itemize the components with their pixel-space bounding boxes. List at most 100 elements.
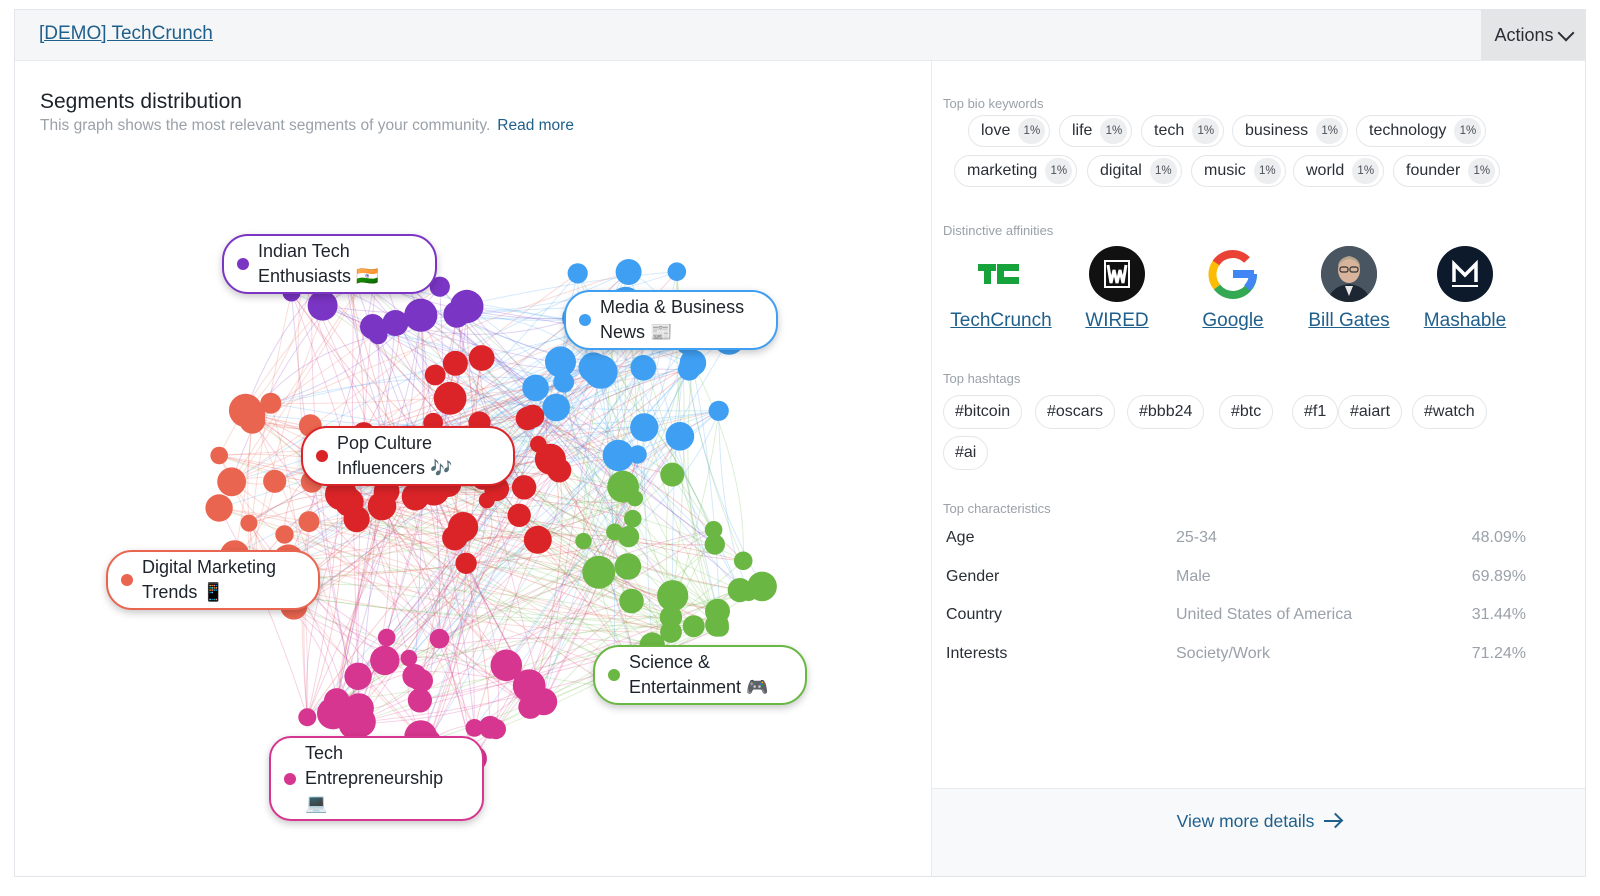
- graph-node[interactable]: [370, 645, 400, 676]
- graph-node[interactable]: [323, 688, 350, 714]
- segment-label-tech-entrepreneurship[interactable]: Tech Entrepreneurship 💻: [269, 736, 484, 821]
- graph-node[interactable]: [733, 551, 753, 571]
- graph-node[interactable]: [578, 352, 609, 383]
- graph-node[interactable]: [705, 598, 730, 624]
- view-more-details-button[interactable]: View more details: [932, 811, 1585, 832]
- graph-node[interactable]: [298, 511, 320, 533]
- graph-node[interactable]: [530, 688, 558, 716]
- graph-node[interactable]: [679, 349, 707, 377]
- graph-node[interactable]: [615, 259, 642, 285]
- affinity-techcrunch[interactable]: TechCrunch: [946, 246, 1056, 332]
- graph-node[interactable]: [542, 393, 570, 422]
- graph-node[interactable]: [530, 435, 547, 453]
- graph-node[interactable]: [455, 552, 477, 574]
- graph-node[interactable]: [205, 494, 233, 522]
- graph-node[interactable]: [626, 490, 644, 507]
- hashtag-chip[interactable]: #watch: [1412, 395, 1487, 429]
- graph-node[interactable]: [575, 532, 592, 550]
- graph-node[interactable]: [657, 580, 689, 612]
- graph-node[interactable]: [485, 719, 506, 740]
- graph-node[interactable]: [275, 525, 294, 544]
- segment-label-digital-marketing[interactable]: Digital Marketing Trends 📱: [106, 550, 320, 610]
- graph-node[interactable]: [614, 553, 642, 580]
- graph-node[interactable]: [404, 298, 438, 332]
- graph-node[interactable]: [429, 276, 450, 297]
- graph-node[interactable]: [704, 534, 725, 555]
- graph-node[interactable]: [704, 521, 723, 539]
- affinity-google[interactable]: Google: [1178, 246, 1288, 332]
- graph-node[interactable]: [521, 404, 545, 428]
- segments-network-graph[interactable]: [15, 60, 931, 877]
- graph-node[interactable]: [298, 708, 317, 727]
- graph-node[interactable]: [382, 310, 409, 336]
- graph-node[interactable]: [630, 355, 657, 381]
- graph-node[interactable]: [511, 475, 537, 500]
- graph-node[interactable]: [665, 422, 695, 451]
- graph-node[interactable]: [344, 662, 372, 690]
- graph-node[interactable]: [602, 439, 634, 472]
- graph-node[interactable]: [660, 462, 685, 487]
- graph-node[interactable]: [442, 350, 468, 376]
- graph-node[interactable]: [630, 413, 659, 442]
- graph-node[interactable]: [468, 345, 495, 371]
- hashtag-chip[interactable]: #aiart: [1338, 395, 1403, 429]
- actions-button[interactable]: Actions: [1481, 10, 1585, 60]
- segment-label-media-business[interactable]: Media & Business News 📰: [564, 290, 778, 350]
- graph-node[interactable]: [210, 446, 228, 465]
- graph-node[interactable]: [409, 669, 433, 693]
- graph-node[interactable]: [377, 628, 396, 647]
- graph-node[interactable]: [217, 467, 247, 497]
- hashtag-chip[interactable]: #oscars: [1035, 395, 1116, 429]
- graph-node[interactable]: [263, 469, 287, 493]
- graph-node[interactable]: [338, 708, 369, 740]
- graph-node[interactable]: [708, 400, 729, 421]
- graph-node[interactable]: [507, 503, 531, 527]
- segment-label-indian-tech[interactable]: Indian Tech Enthusiasts 🇮🇳: [222, 234, 437, 294]
- graph-node[interactable]: [343, 506, 370, 533]
- hashtag-chip[interactable]: #btc: [1219, 395, 1274, 429]
- graph-node[interactable]: [429, 628, 450, 649]
- graph-node[interactable]: [523, 525, 552, 554]
- graph-node[interactable]: [407, 688, 432, 713]
- graph-node[interactable]: [617, 525, 640, 548]
- graph-node[interactable]: [522, 374, 549, 402]
- graph-node[interactable]: [682, 615, 705, 638]
- graph-node[interactable]: [553, 371, 575, 393]
- graph-node[interactable]: [542, 450, 562, 469]
- graph-node[interactable]: [307, 290, 338, 321]
- graph-node[interactable]: [401, 482, 430, 511]
- graph-node[interactable]: [424, 364, 446, 386]
- affinity-mashable[interactable]: Mashable: [1410, 246, 1520, 332]
- read-more-link[interactable]: Read more: [497, 117, 574, 134]
- report-title-link[interactable]: [DEMO] TechCrunch: [39, 23, 213, 44]
- graph-node[interactable]: [667, 262, 687, 281]
- graph-node[interactable]: [465, 719, 484, 737]
- graph-node[interactable]: [368, 325, 388, 345]
- graph-node[interactable]: [747, 571, 777, 602]
- hashtag-chip[interactable]: #f1: [1292, 395, 1339, 429]
- graph-node[interactable]: [240, 514, 258, 532]
- graph-node[interactable]: [367, 491, 397, 521]
- graph-node[interactable]: [619, 588, 644, 614]
- segment-label-science-entertainment[interactable]: Science & Entertainment 🎮: [593, 645, 807, 705]
- hashtag-chip[interactable]: #bbb24: [1127, 395, 1205, 429]
- graph-node[interactable]: [545, 346, 576, 378]
- graph-node[interactable]: [711, 619, 729, 637]
- graph-node[interactable]: [260, 392, 282, 414]
- graph-node[interactable]: [660, 621, 682, 643]
- affinity-bill-gates[interactable]: Bill Gates: [1294, 246, 1404, 332]
- graph-node[interactable]: [490, 649, 523, 682]
- hashtag-chip[interactable]: #bitcoin: [943, 395, 1023, 429]
- graph-node[interactable]: [240, 401, 266, 427]
- segment-label-pop-culture[interactable]: Pop Culture Influencers 🎶: [301, 426, 515, 486]
- graph-node[interactable]: [442, 525, 468, 551]
